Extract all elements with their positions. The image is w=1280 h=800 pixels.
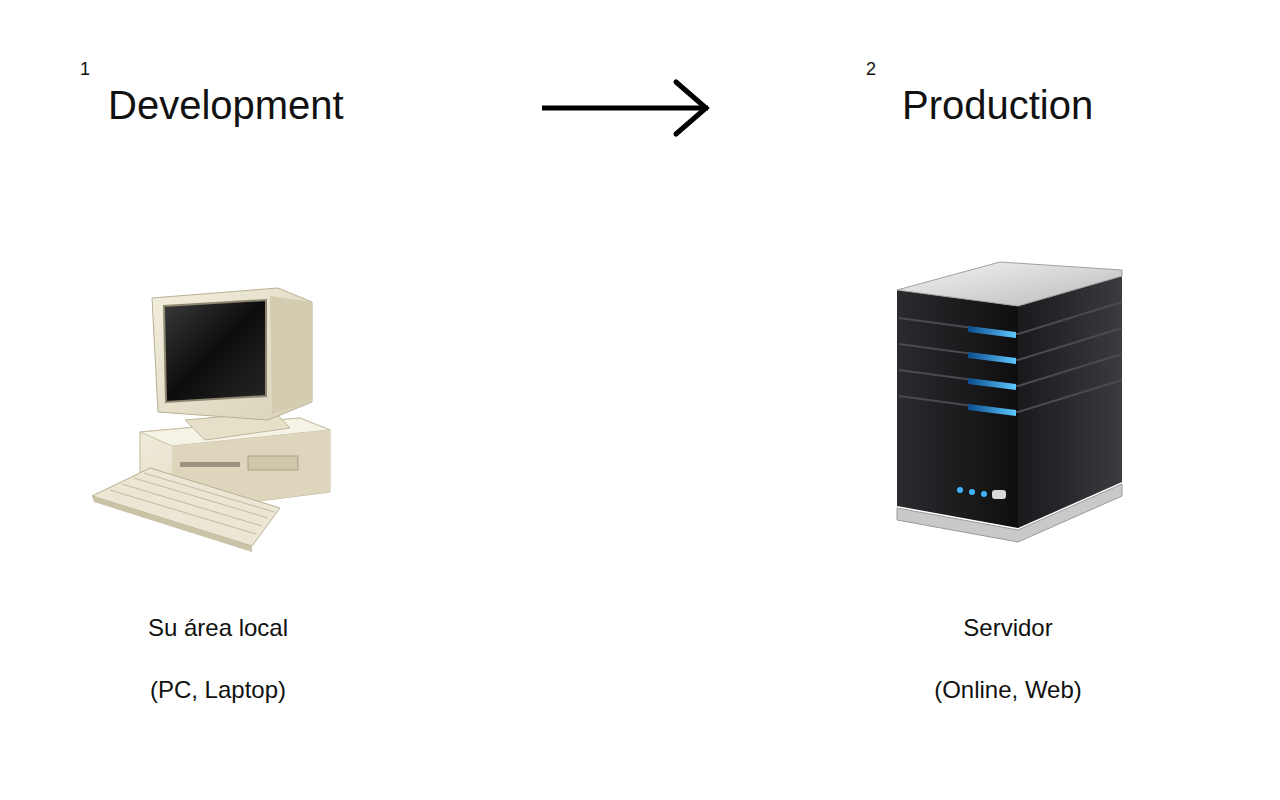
stage-column: ProductionServidor (Online, Web) <box>708 40 1260 740</box>
stage-heading: Development <box>108 81 344 129</box>
arrow-shaft <box>542 106 708 111</box>
flow-arrow <box>542 82 708 134</box>
arrow-head <box>676 82 706 134</box>
computer-illustration <box>92 288 330 552</box>
place-text: Su área local <box>20 614 416 642</box>
stage-heading: Production <box>902 81 1093 129</box>
callout-number: 2 <box>866 58 876 80</box>
place-text: Servidor <box>808 614 1208 642</box>
device-text: (PC, Laptop) <box>20 676 416 704</box>
callout-number: 1 <box>80 58 90 80</box>
stage-column: Development Su área local (PC, Laptop) <box>20 40 542 740</box>
device-text: (Online, Web) <box>808 676 1208 704</box>
server-illustration <box>897 262 1122 542</box>
